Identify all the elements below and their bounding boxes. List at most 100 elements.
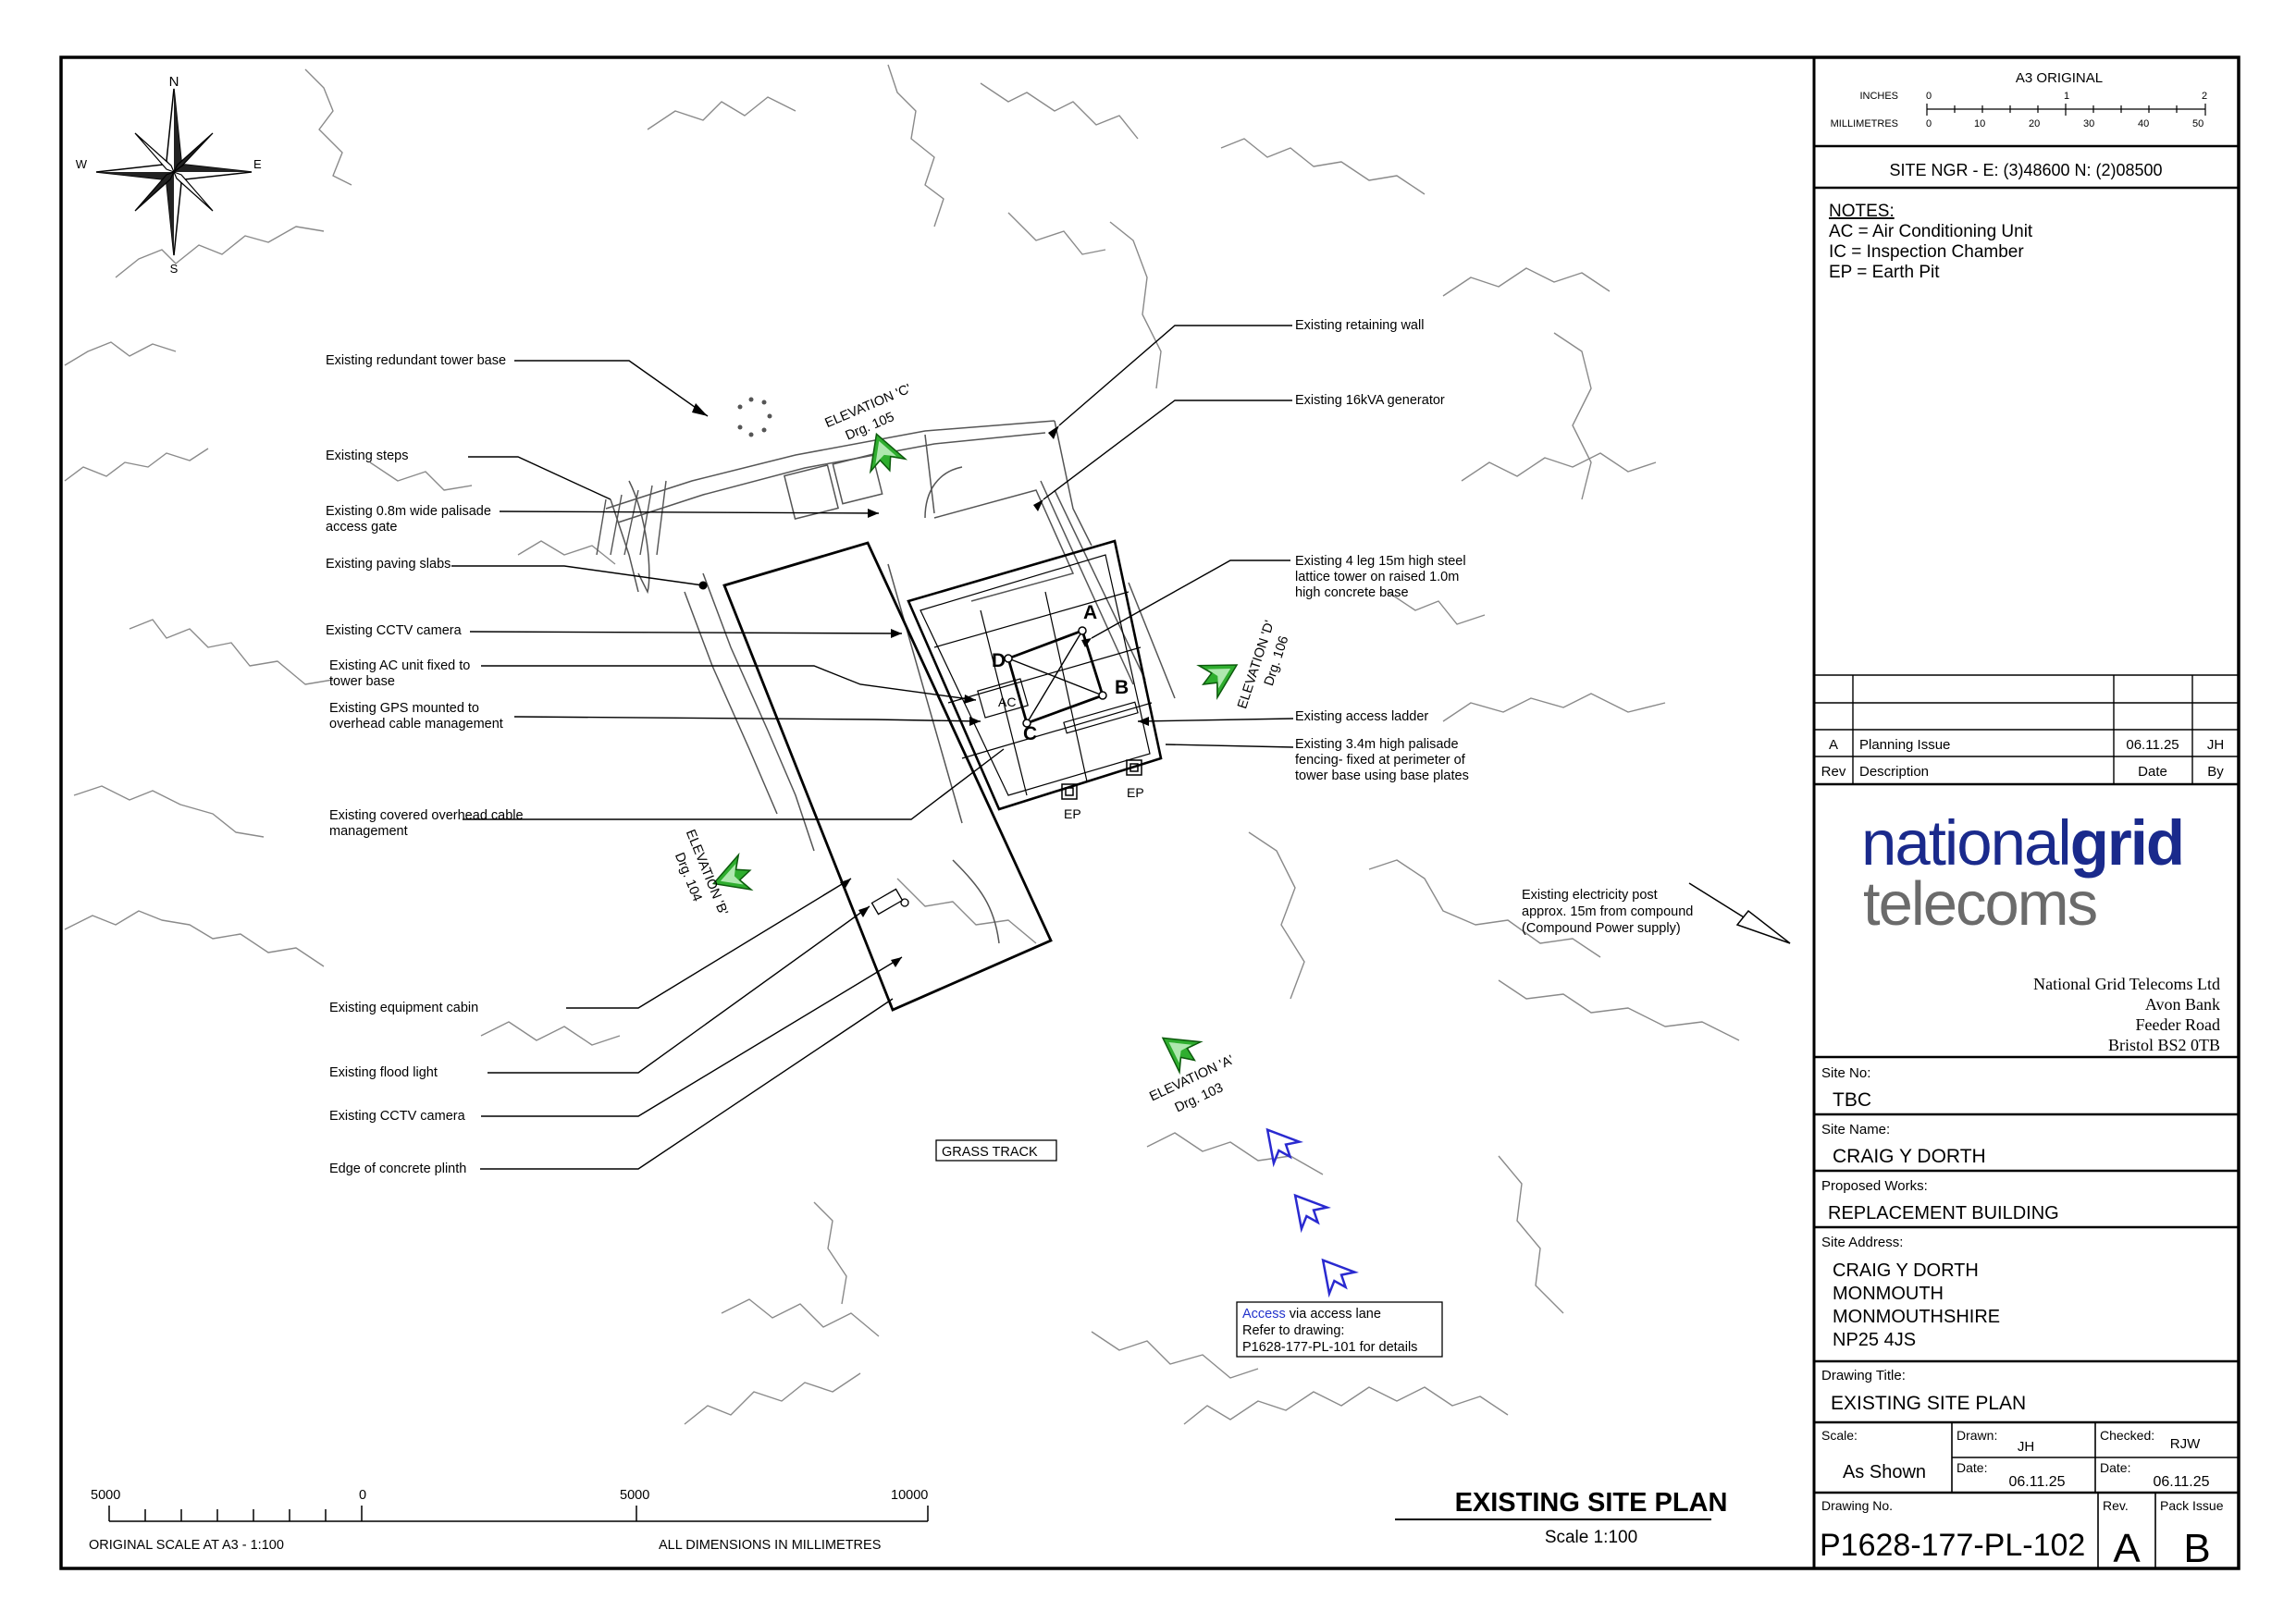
annotation-redundant-tower-base: Existing redundant tower base	[326, 353, 506, 368]
note-ic: IC = Inspection Chamber	[1829, 242, 2024, 262]
access-link[interactable]: Access	[1242, 1307, 1286, 1322]
annotation-access-ladder: Existing access ladder	[1295, 709, 1428, 724]
elevation-a-arrow-icon	[1161, 1037, 1204, 1076]
steps	[596, 480, 667, 556]
scale-bar: 5000 0 5000 10000 ORIGINAL SCALE AT A3 -…	[89, 1488, 929, 1553]
electricity-post-arrow	[1688, 882, 1791, 944]
inch-tick-1: 1	[2064, 91, 2069, 102]
annotation-palisade-fencing-3: tower base using base plates	[1295, 768, 1469, 783]
annotation-palisade-gate: Existing 0.8m wide palisade	[326, 504, 491, 519]
flood-light	[870, 888, 909, 916]
drawing-number: P1628-177-PL-102	[1820, 1528, 2085, 1563]
sheet-border	[59, 55, 2240, 1570]
annotation-palisade-fencing-2: fencing- fixed at perimeter of	[1295, 753, 1466, 768]
company-address-3: Bristol BS2 0TB	[2108, 1036, 2220, 1054]
access-note-line1: Access via access lane	[1242, 1307, 1381, 1322]
grass-track-label: GRASS TRACK	[942, 1145, 1038, 1160]
annotation-paving-slabs: Existing paving slabs	[326, 557, 451, 572]
compass-n-label: N	[169, 74, 179, 90]
annotation-palisade-fencing: Existing 3.4m high palisade	[1295, 737, 1459, 752]
leader-arrowheads	[692, 403, 1149, 967]
a3-original-label: A3 ORIGINAL	[2016, 70, 2103, 86]
palisade-fence	[907, 539, 1163, 811]
tower-base-outline	[920, 554, 1151, 796]
elevation-b-arrow-icon	[711, 852, 754, 891]
access-note-line2: Refer to drawing:	[1242, 1323, 1344, 1338]
annotation-cctv-camera-2: Existing CCTV camera	[329, 1109, 466, 1124]
tower-label-c: C	[1023, 723, 1037, 744]
pack-issue-label: Pack Issue	[2160, 1498, 2224, 1513]
access-arrow-icon	[1321, 1258, 1359, 1298]
annotation-equipment-cabin: Existing equipment cabin	[329, 1001, 478, 1015]
scale-label: Scale:	[1821, 1428, 1858, 1443]
logo-national: national	[1861, 807, 2070, 879]
compass-e-label: E	[253, 157, 262, 171]
site-plan	[596, 397, 1791, 1012]
access-note-line3: P1628-177-PL-101 for details	[1242, 1340, 1417, 1355]
checked-value: RJW	[2170, 1436, 2201, 1452]
revision-by: JH	[2207, 737, 2224, 753]
elevation-c-arrow-icon	[869, 432, 908, 474]
by-header: By	[2207, 764, 2224, 780]
page-title: EXISTING SITE PLAN	[1455, 1488, 1728, 1518]
millimetres-label: MILLIMETRES	[1831, 118, 1898, 129]
mm-tick-10: 10	[1974, 118, 1985, 129]
drawing-no-label: Drawing No.	[1821, 1498, 1893, 1513]
annotation-lattice-tower-3: high concrete base	[1295, 585, 1409, 600]
scale-caption-left: ORIGINAL SCALE AT A3 - 1:100	[89, 1538, 284, 1553]
title-block: A3 ORIGINAL INCHES MILLIMETRES 0 1 2 0 1…	[1814, 70, 2239, 1571]
tower-lattice	[933, 591, 1153, 796]
inch-tick-0: 0	[1926, 91, 1932, 102]
annotation-cable-management: Existing covered overhead cable	[329, 808, 524, 823]
earth-pit-label-2: EP	[1127, 785, 1144, 800]
site-name-value: CRAIG Y DORTH	[1833, 1146, 1986, 1167]
compass-w-label: W	[76, 157, 88, 171]
annotation-gps: Existing GPS mounted to	[329, 701, 479, 716]
company-address: National Grid Telecoms Ltd Avon Bank Fee…	[2033, 975, 2220, 1054]
drawn-date-value: 06.11.25	[2008, 1474, 2065, 1490]
company-address-2: Feeder Road	[2136, 1015, 2220, 1034]
access-route-arrows	[1265, 1127, 1359, 1298]
scale-value: As Shown	[1843, 1462, 1926, 1482]
drawn-label: Drawn:	[1957, 1428, 1997, 1443]
annotation-steps: Existing steps	[326, 449, 408, 463]
logo-telecoms: telecoms	[1863, 869, 2097, 939]
notes-heading: NOTES:	[1829, 202, 1895, 221]
tower-label-d: D	[992, 650, 1006, 671]
earth-pit-label-1: EP	[1064, 806, 1081, 821]
equipment-cabin	[722, 541, 1053, 1012]
annotation-electricity-post: Existing electricity post	[1522, 888, 1658, 903]
revision-description: Planning Issue	[1859, 737, 1950, 753]
proposed-works-label: Proposed Works:	[1821, 1178, 1928, 1194]
north-compass-icon: N E S W	[76, 74, 262, 276]
company-name: National Grid Telecoms Ltd	[2033, 975, 2220, 993]
annotation-cable-management-2: management	[329, 824, 408, 839]
ac-unit	[977, 678, 1029, 719]
annotation-gps-2: overhead cable management	[329, 717, 503, 732]
rev-value: A	[2113, 1526, 2141, 1571]
annotation-electricity-post-3: (Compound Power supply)	[1522, 921, 1681, 936]
annotation-lattice-tower-2: lattice tower on raised 1.0m	[1295, 570, 1459, 584]
site-name-label: Site Name:	[1821, 1122, 1890, 1137]
drawn-date-label: Date:	[1957, 1460, 1987, 1475]
leader-lines	[451, 325, 1294, 1170]
revision-date: 06.11.25	[2126, 737, 2179, 753]
annotation-generator: Existing 16kVA generator	[1295, 393, 1445, 408]
annotations: Existing redundant tower base Existing s…	[326, 318, 1693, 1176]
rev-label: Rev.	[2103, 1498, 2129, 1513]
redundant-tower-base	[737, 397, 772, 437]
ac-label: AC	[998, 695, 1016, 709]
drawing-title-label: Drawing Title:	[1821, 1368, 1906, 1383]
logo-line1: nationalgrid	[1861, 807, 2183, 879]
terrain-contours	[64, 64, 1740, 1425]
description-header: Description	[1859, 764, 1929, 780]
elevation-markers: ELEVATION 'C' Drg. 105 ELEVATION 'D' Drg…	[672, 381, 1292, 1115]
annotation-ac-unit-2: tower base	[329, 674, 395, 689]
site-ngr: SITE NGR - E: (3)48600 N: (2)08500	[1889, 161, 2162, 179]
rev-header: Rev	[1821, 764, 1846, 780]
site-no-label: Site No:	[1821, 1065, 1870, 1081]
annotation-palisade-gate-2: access gate	[326, 520, 397, 535]
site-address-3: MONMOUTHSHIRE	[1833, 1307, 2000, 1327]
mm-tick-20: 20	[2029, 118, 2040, 129]
note-ac: AC = Air Conditioning Unit	[1829, 222, 2033, 241]
